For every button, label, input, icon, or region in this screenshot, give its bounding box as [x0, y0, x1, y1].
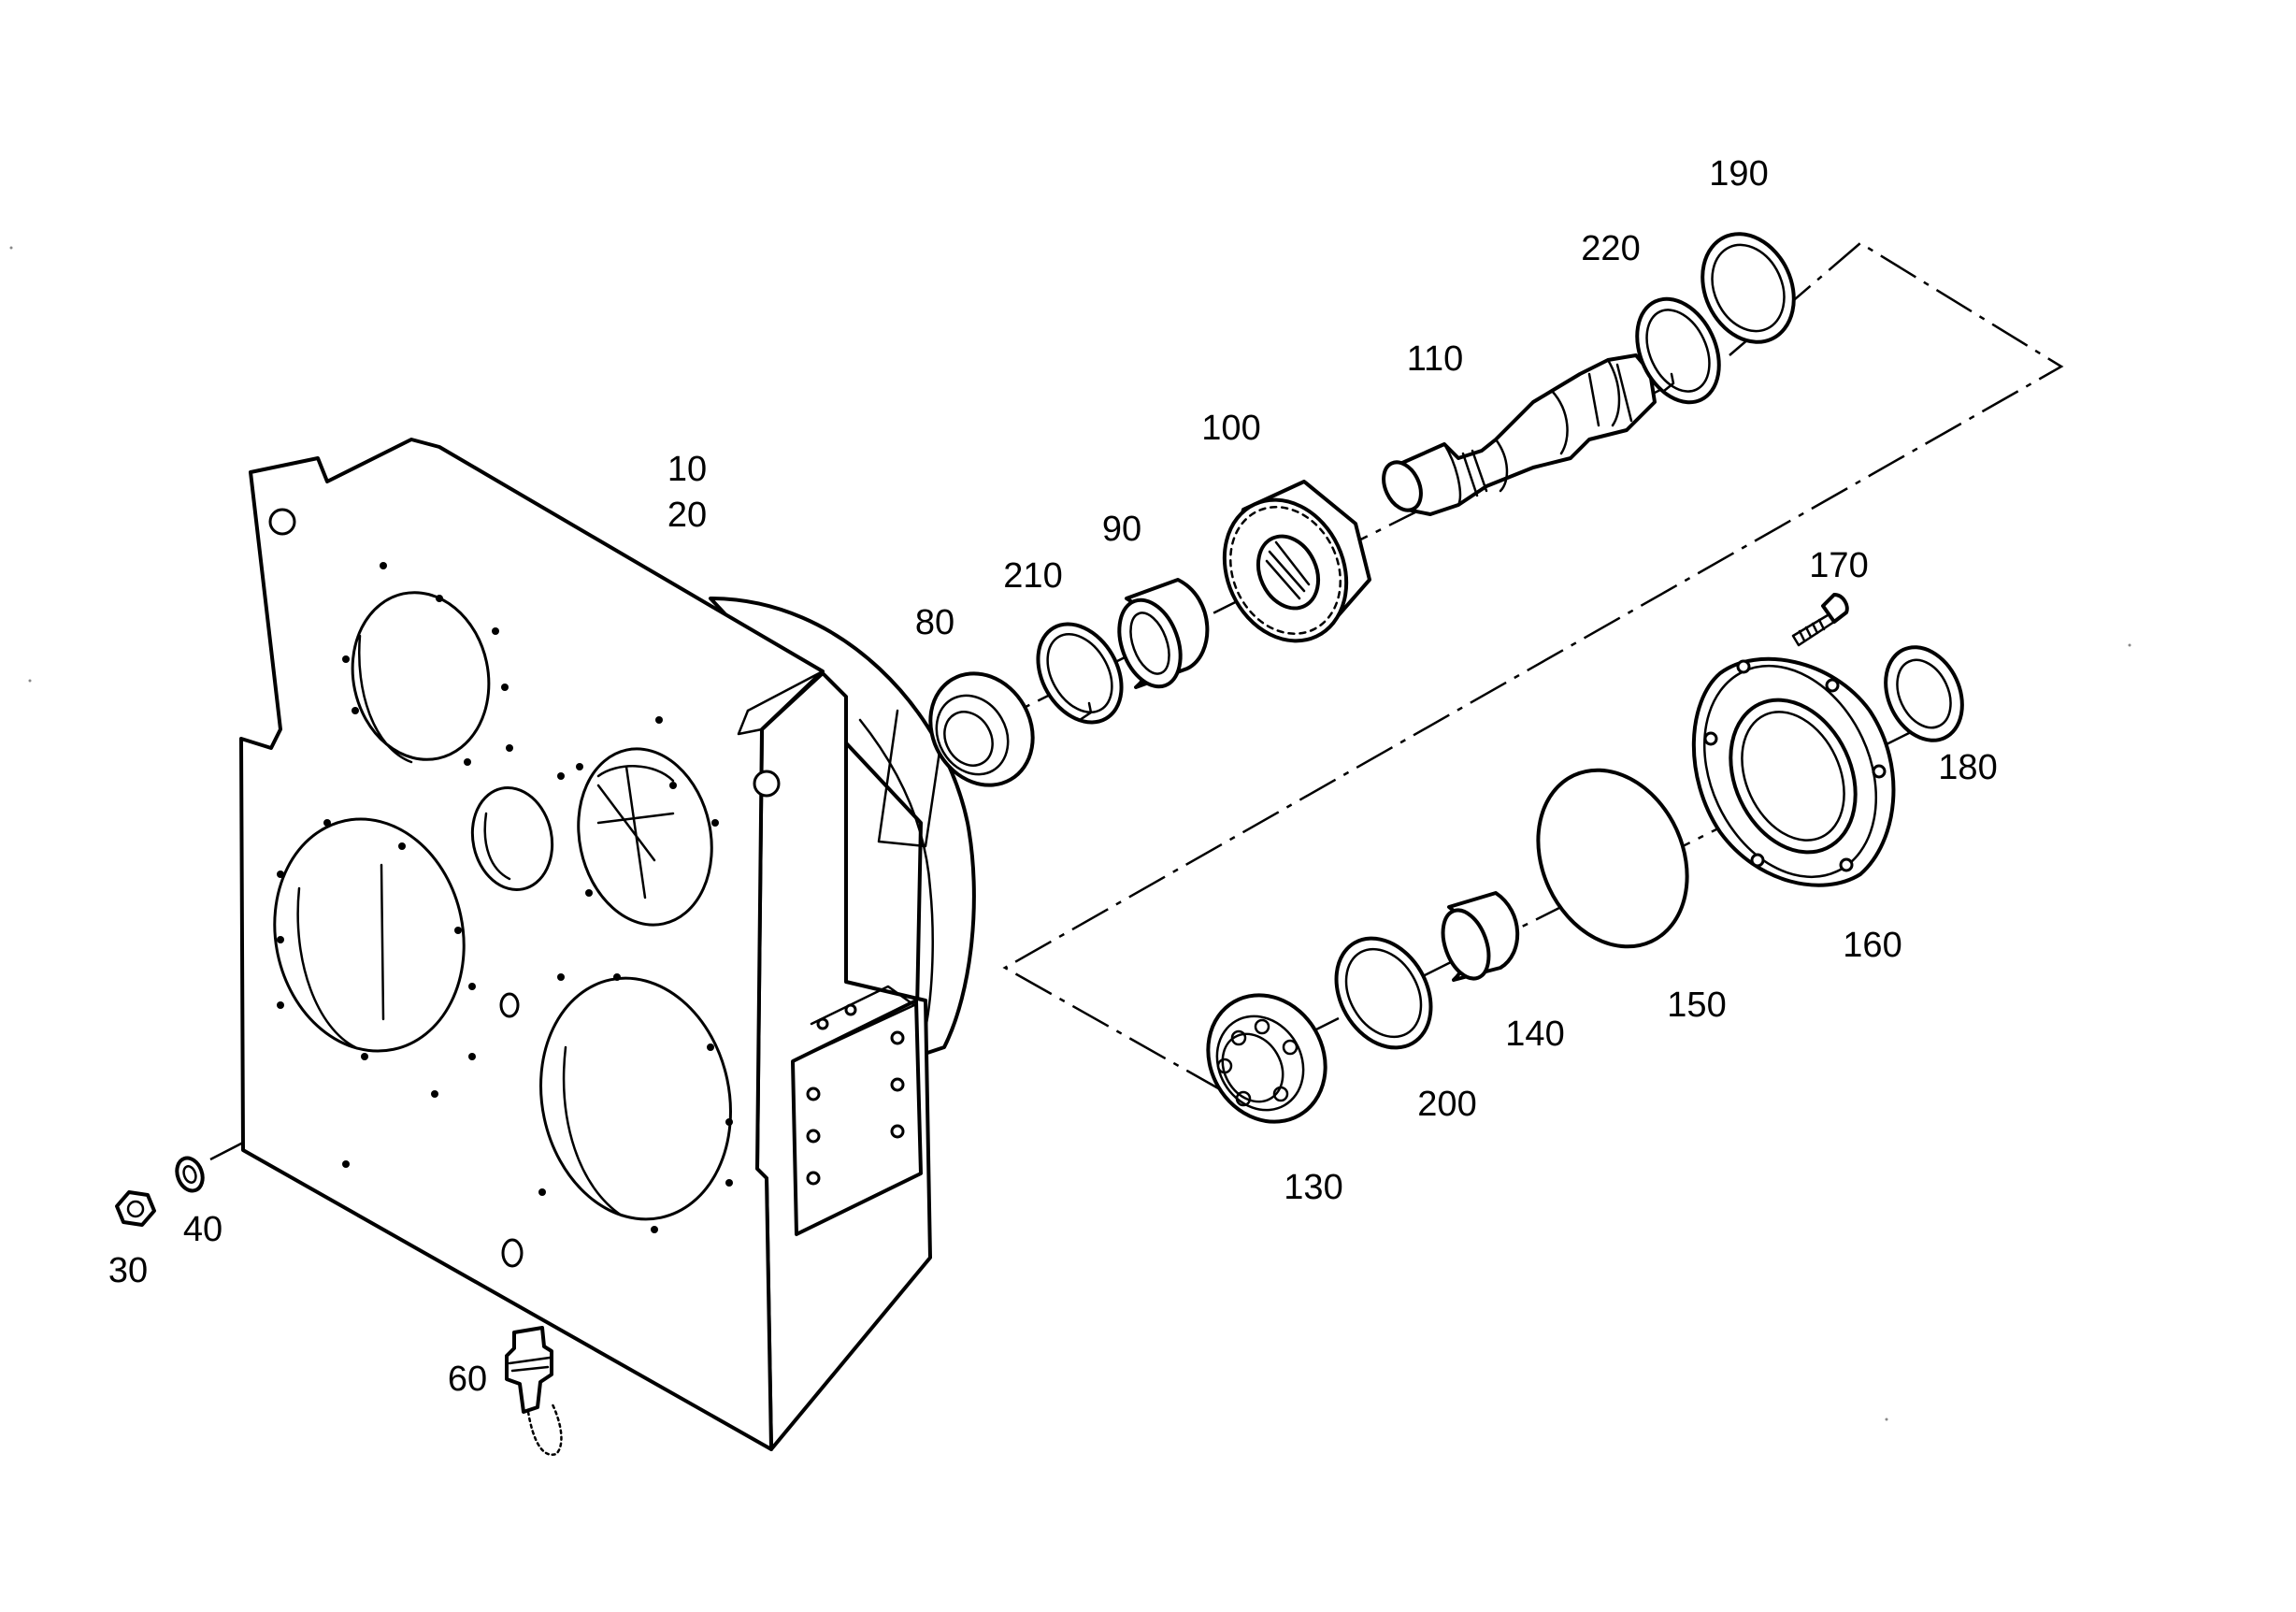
bore-lower-right-inner	[562, 1045, 624, 1217]
scan-speck	[1885, 1418, 1888, 1421]
part-100-gear	[1222, 480, 1371, 643]
part-200-seal-ring	[1334, 936, 1433, 1050]
part-90-bushing	[1117, 578, 1210, 689]
mount-bolt-hole	[844, 1003, 857, 1016]
callout-160: 160	[1843, 926, 1901, 965]
callout-80: 80	[915, 603, 954, 642]
bore-upper-left-inner	[358, 634, 413, 764]
part-30-nut	[115, 1190, 156, 1227]
drain-port	[499, 992, 520, 1018]
part-190-seal-ring	[1700, 232, 1796, 344]
part-170-bolt	[1791, 593, 1849, 647]
part-60-test-connector	[505, 1326, 563, 1456]
bore-upper-right-inner	[596, 765, 675, 783]
bore-lower-right	[539, 976, 732, 1221]
mount-bolt-hole	[890, 1124, 905, 1139]
housing-top-edge	[746, 669, 825, 712]
bore-lower-left	[273, 817, 466, 1053]
callout-130: 130	[1284, 1168, 1342, 1207]
bore-small-center-inner	[483, 812, 511, 881]
callout-labels: 10 20 30 40 60 80 90 100 110 130 140 150…	[108, 154, 1998, 1399]
scan-speck	[28, 679, 32, 683]
housing-bolt-holes	[277, 562, 733, 1233]
mount-bolt-hole	[890, 1077, 905, 1092]
callout-190: 190	[1709, 154, 1768, 194]
callout-150: 150	[1667, 986, 1726, 1025]
mount-bolt-hole	[890, 1030, 905, 1045]
housing-rear-flange	[709, 597, 976, 1058]
part-80-bearing	[928, 671, 1035, 787]
housing-side-mount-plate	[791, 999, 923, 1236]
bottom-port	[501, 1238, 524, 1268]
mount-bolt-hole	[806, 1087, 821, 1101]
part-160-cover	[1691, 656, 1896, 887]
mount-bolt-hole	[806, 1129, 821, 1144]
bore-upper-right	[577, 747, 713, 927]
callout-40: 40	[183, 1210, 222, 1249]
callout-210: 210	[1003, 556, 1062, 596]
callout-220: 220	[1581, 229, 1640, 268]
housing-corner	[737, 709, 764, 736]
scan-speck	[9, 246, 13, 250]
part-220-snap-ring	[1635, 296, 1721, 405]
callout-140: 140	[1505, 1015, 1564, 1054]
scan-speck	[2128, 643, 2131, 647]
lifting-eye-hole	[268, 508, 296, 536]
callout-10: 10	[667, 450, 707, 489]
callout-60: 60	[448, 1360, 487, 1399]
part-130-bearing	[1206, 993, 1327, 1124]
part-210-snap-ring	[1036, 622, 1124, 725]
callout-170: 170	[1809, 546, 1868, 585]
mount-bolt-hole	[806, 1171, 821, 1186]
housing-rear-rib	[877, 709, 946, 848]
part-40-washer	[175, 1156, 205, 1193]
housing-openings	[273, 591, 732, 1268]
callout-20: 20	[667, 496, 707, 535]
gear-housing	[239, 438, 976, 1451]
callout-180: 180	[1938, 748, 1997, 787]
upper-return-axis	[1002, 241, 2064, 1091]
callout-30: 30	[108, 1251, 148, 1290]
part-140-bushing	[1441, 891, 1520, 982]
callout-200: 200	[1417, 1085, 1476, 1124]
callout-100: 100	[1201, 409, 1260, 448]
lifting-eye-hole	[753, 770, 781, 798]
mount-bolt-hole	[816, 1017, 829, 1030]
callout-110: 110	[1407, 339, 1464, 379]
part-150-o-ring	[1536, 768, 1689, 949]
bore-upper-right-web	[596, 765, 675, 900]
part-110-shaft	[1382, 353, 1657, 516]
bore-upper-left	[351, 591, 491, 761]
bore-lower-left-inner	[296, 886, 357, 1049]
part-180-seal	[1884, 645, 1964, 742]
bore-lower-left-rib	[380, 863, 385, 1021]
callout-90: 90	[1102, 510, 1141, 549]
